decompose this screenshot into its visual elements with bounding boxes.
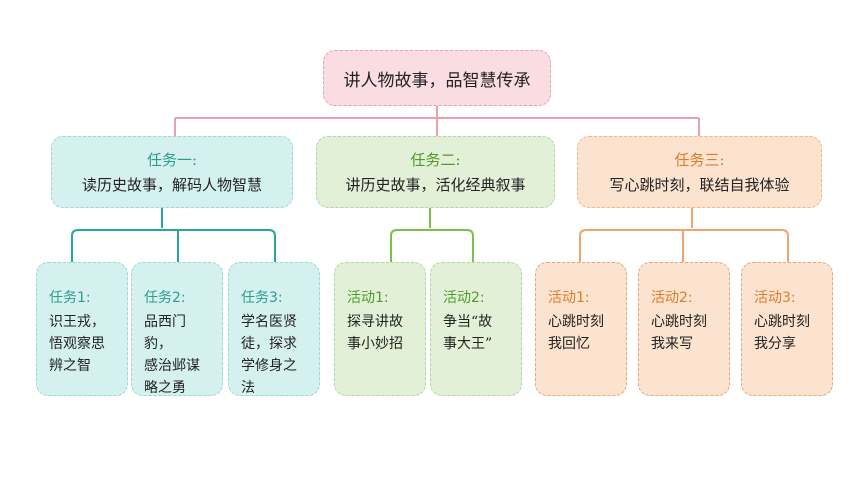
subtask-3-3: 活动3: 心跳时刻 我分享 — [741, 262, 833, 396]
subtask-desc: 心跳时刻 我回忆 — [548, 314, 604, 352]
task-desc: 读历史故事，解码人物智慧 — [81, 176, 262, 194]
task-title: 任务一: — [146, 151, 198, 169]
subtask-title: 任务2: — [144, 290, 186, 306]
subtask-desc: 心跳时刻 我来写 — [651, 314, 707, 352]
subtask-desc: 学名医贤 徒，探求 学修身之 法 — [241, 314, 297, 396]
task-title: 任务三: — [674, 151, 725, 169]
root-connectors — [174, 106, 700, 136]
subtask-desc: 心跳时刻 我分享 — [754, 314, 810, 352]
subtask-title: 活动3: — [754, 290, 796, 306]
subtask-title: 任务3: — [241, 290, 283, 306]
task-node-3: 任务三: 写心跳时刻，联结自我体验 — [577, 136, 822, 208]
subtask-1-2: 任务2: 品西门豹， 感治邺谋 略之勇 — [131, 262, 223, 396]
subtask-title: 活动1: — [347, 290, 389, 306]
task2-connectors — [390, 208, 474, 262]
subtask-2-2: 活动2: 争当“故 事大王” — [430, 262, 522, 396]
subtask-3-1: 活动1: 心跳时刻 我回忆 — [535, 262, 627, 396]
subtask-desc: 识王戎， 悟观察思 辨之智 — [49, 314, 105, 374]
task1-connectors — [71, 208, 276, 262]
task-title: 任务二: — [410, 151, 461, 169]
subtask-desc: 争当“故 事大王” — [443, 314, 493, 352]
subtask-3-2: 活动2: 心跳时刻 我来写 — [638, 262, 730, 396]
subtask-2-1: 活动1: 探寻讲故 事小妙招 — [334, 262, 426, 396]
subtask-title: 活动2: — [651, 290, 693, 306]
task-node-1: 任务一: 读历史故事，解码人物智慧 — [51, 136, 293, 208]
task-desc: 讲历史故事，活化经典叙事 — [345, 176, 526, 194]
subtask-desc: 探寻讲故 事小妙招 — [347, 314, 403, 352]
subtask-title: 活动1: — [548, 290, 590, 306]
subtask-desc: 品西门豹， 感治邺谋 略之勇 — [144, 314, 200, 396]
subtask-title: 活动2: — [443, 290, 485, 306]
subtask-1-1: 任务1: 识王戎， 悟观察思 辨之智 — [36, 262, 128, 396]
task3-connectors — [579, 208, 789, 262]
root-title: 讲人物故事，品智慧传承 — [343, 70, 531, 91]
task-desc: 写心跳时刻，联结自我体验 — [609, 176, 790, 194]
task-node-2: 任务二: 讲历史故事，活化经典叙事 — [316, 136, 555, 208]
root-node: 讲人物故事，品智慧传承 — [323, 50, 551, 106]
subtask-title: 任务1: — [49, 290, 91, 306]
subtask-1-3: 任务3: 学名医贤 徒，探求 学修身之 法 — [228, 262, 320, 396]
